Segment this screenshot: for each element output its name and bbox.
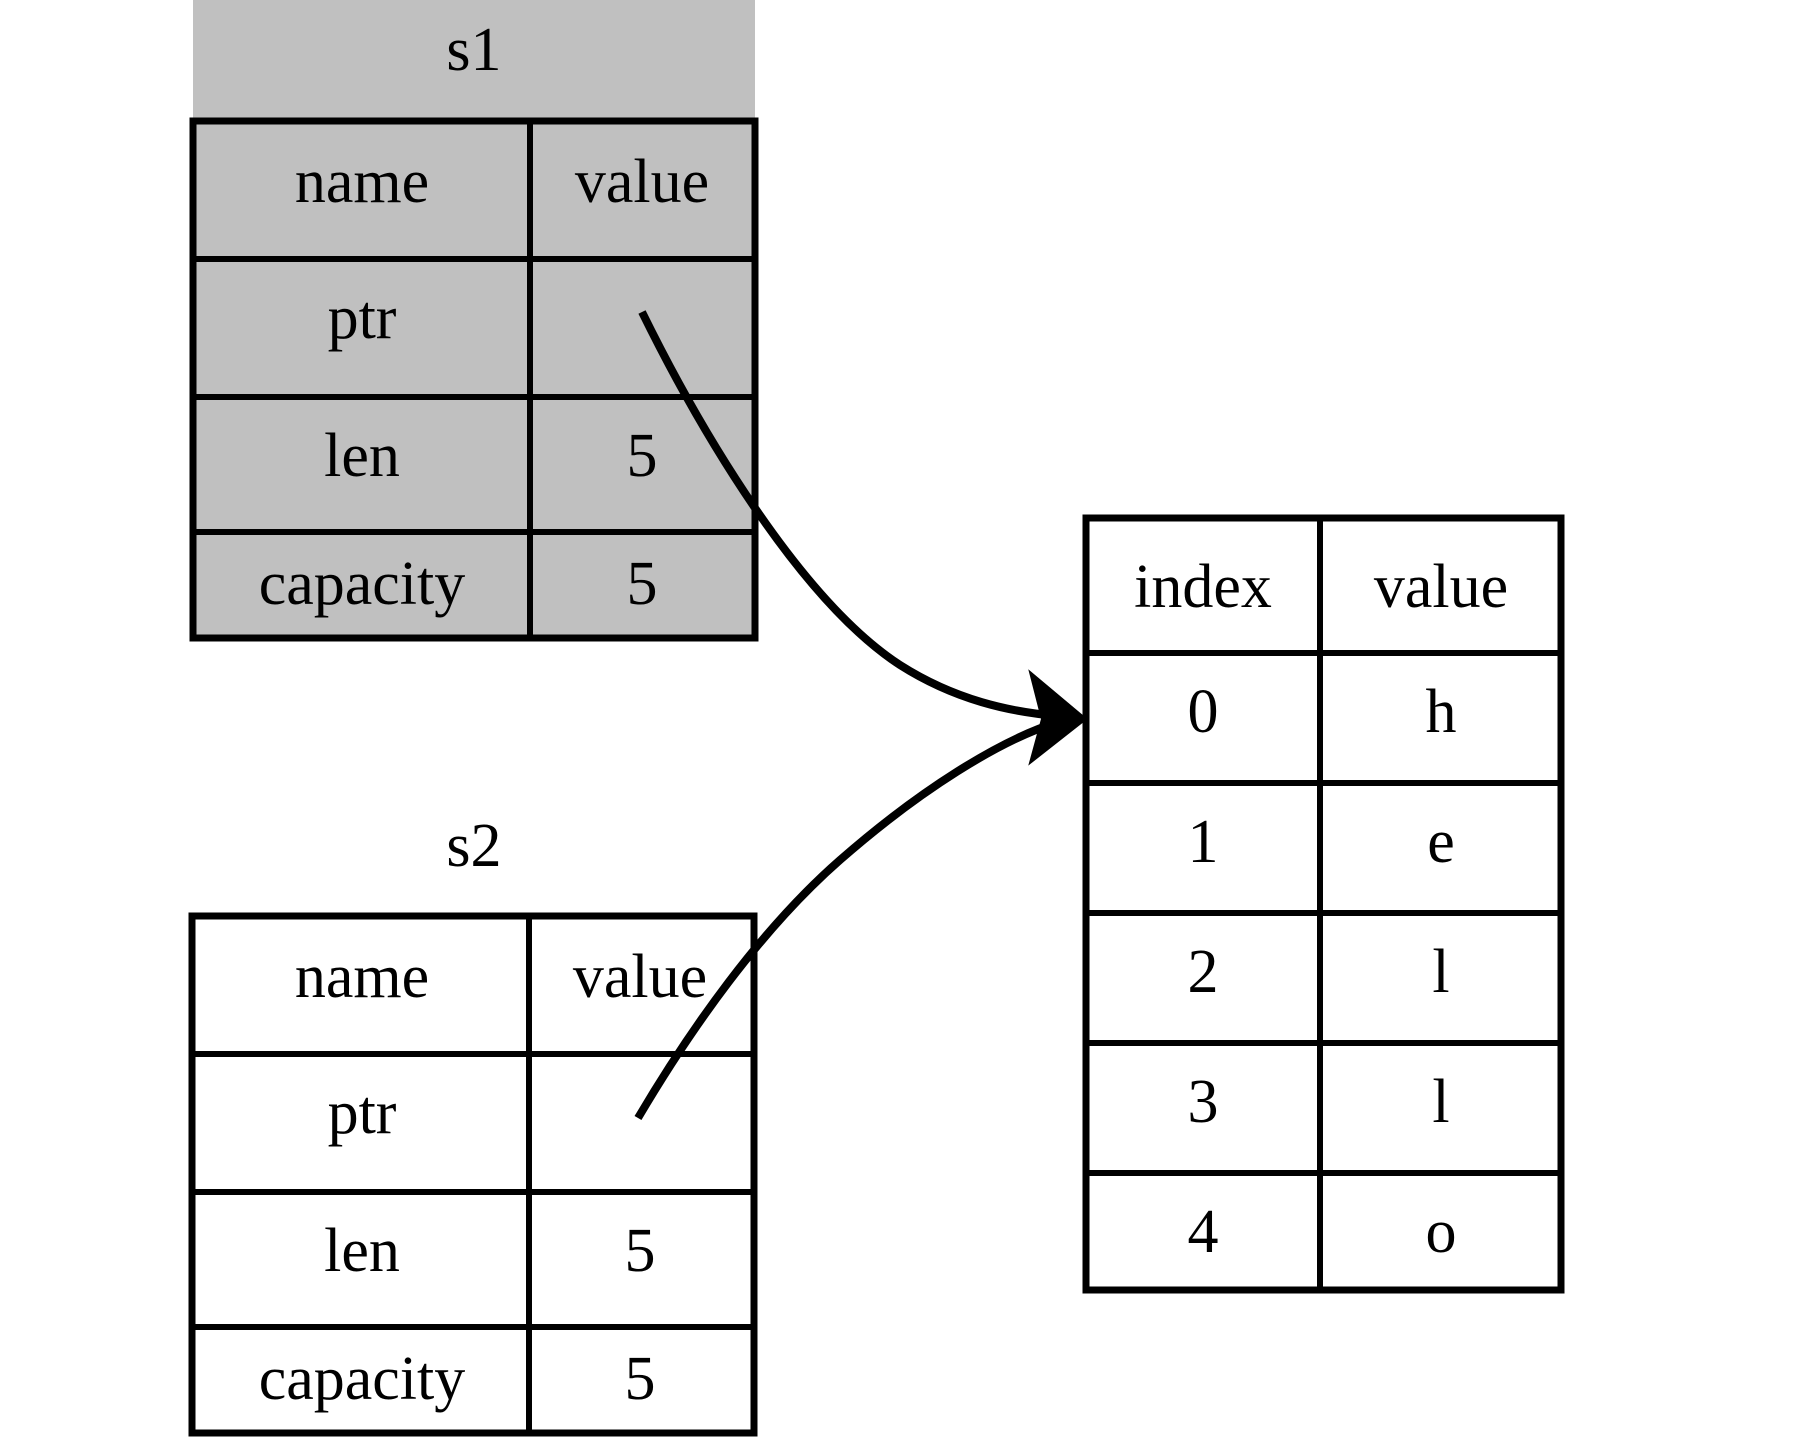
s2-table-fill [192, 916, 754, 1433]
buffer-row-3-value: l [1432, 1068, 1449, 1136]
buffer-group: index value 0 h 1 e 2 l 3 l 4 o [1082, 514, 1565, 1294]
buffer-row-4-value: o [1426, 1198, 1457, 1266]
s1-row-capacity-name: capacity [259, 550, 466, 618]
buffer-header-value: value [1374, 553, 1508, 621]
s2-title: s2 [446, 812, 501, 880]
pointer-arrowhead-icon [1028, 669, 1088, 766]
s1-row-len-name: len [324, 422, 400, 490]
s2-group: s2 name value ptr len 5 capacity 5 [188, 812, 758, 1437]
s1-row-len-value: 5 [627, 422, 658, 490]
s1-title: s1 [446, 16, 501, 84]
buffer-row-1-index: 1 [1188, 808, 1219, 876]
s2-header-name: name [295, 943, 429, 1011]
s2-row-len-name: len [324, 1217, 400, 1285]
buffer-row-2-value: l [1432, 938, 1449, 1006]
buffer-table-fill [1086, 518, 1561, 1290]
s2-header-value: value [573, 943, 707, 1011]
s1-table-fill [193, 121, 755, 638]
s2-row-capacity-name: capacity [259, 1345, 466, 1413]
s1-group: s1 name value ptr len 5 capacity 5 [189, 0, 759, 642]
buffer-header-index: index [1134, 553, 1272, 621]
s1-ptr-arrow-path [638, 310, 1059, 720]
s2-table-outline [188, 912, 758, 1437]
s1-row-ptr-name: ptr [328, 284, 397, 352]
s2-row-len-value: 5 [625, 1217, 656, 1285]
s2-row-ptr-name: ptr [328, 1079, 397, 1147]
buffer-row-3-index: 3 [1188, 1068, 1219, 1136]
s1-header-name: name [295, 148, 429, 216]
s2-ptr-arrow-path [634, 718, 1060, 1121]
buffer-row-0-index: 0 [1188, 678, 1219, 746]
s1-header-value: value [575, 148, 709, 216]
buffer-table-outline [1082, 514, 1565, 1294]
buffer-row-0-value: h [1426, 678, 1457, 746]
s1-row-capacity-value: 5 [627, 550, 658, 618]
buffer-row-1-value: e [1427, 808, 1455, 876]
s2-row-capacity-value: 5 [625, 1345, 656, 1413]
buffer-row-2-index: 2 [1188, 938, 1219, 1006]
buffer-row-4-index: 4 [1188, 1198, 1219, 1266]
pointer-arrows [634, 310, 1088, 1121]
s1-table-outline [189, 117, 759, 642]
